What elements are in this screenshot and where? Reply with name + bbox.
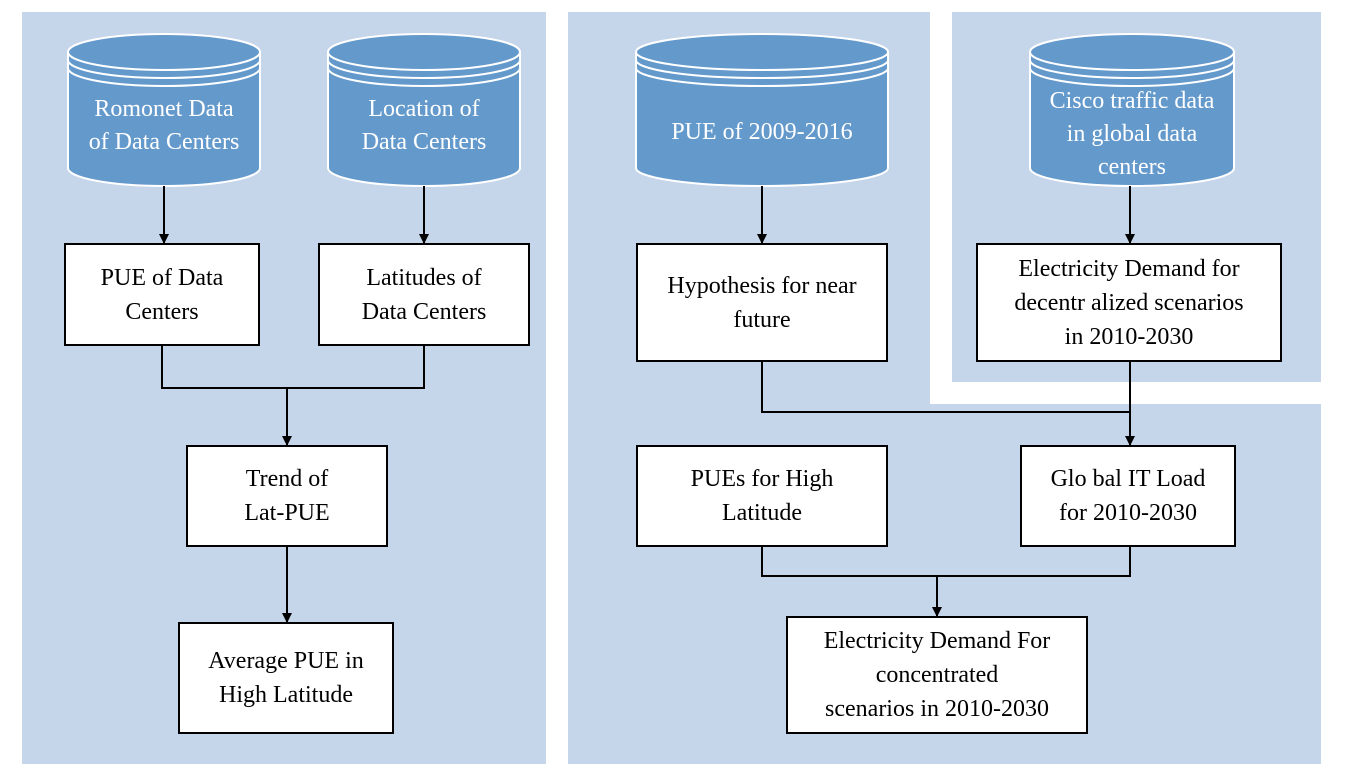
database-cisco-label: Cisco traffic data in global data center… bbox=[1049, 87, 1215, 180]
box-trend-lat-pue: Trend of Lat-PUE bbox=[186, 445, 388, 547]
box-pue-of-data-centers: PUE of Data Centers bbox=[64, 243, 260, 346]
connector-pue-latitudes bbox=[161, 346, 425, 389]
box-latitudes-of-data-centers: Latitudes of Data Centers bbox=[318, 243, 530, 346]
box-demand-decentralized: Electricity Demand for decentr alized sc… bbox=[976, 243, 1282, 362]
database-cisco bbox=[1029, 33, 1235, 187]
database-romonet bbox=[67, 33, 261, 187]
database-location bbox=[327, 33, 521, 187]
box-global-it-load: Glo bal IT Load for 2010-2030 bbox=[1020, 445, 1236, 547]
database-pue-2009-2016-label: PUE of 2009-2016 bbox=[671, 118, 853, 145]
database-pue-2009-2016 bbox=[635, 33, 889, 187]
database-location-label: Location of Data Centers bbox=[361, 96, 487, 155]
box-demand-concentrated: Electricity Demand For concentrated scen… bbox=[786, 616, 1088, 734]
box-hypothesis-near-future: Hypothesis for near future bbox=[636, 243, 888, 362]
database-romonet-label: Romonet Data of Data Centers bbox=[88, 96, 240, 155]
connector-pues-itload bbox=[761, 547, 1131, 577]
box-pues-high-latitude: PUEs for High Latitude bbox=[636, 445, 888, 547]
box-average-pue-high-latitude: Average PUE in High Latitude bbox=[178, 622, 394, 734]
connector-hypothesis-to-itload bbox=[761, 362, 1130, 413]
